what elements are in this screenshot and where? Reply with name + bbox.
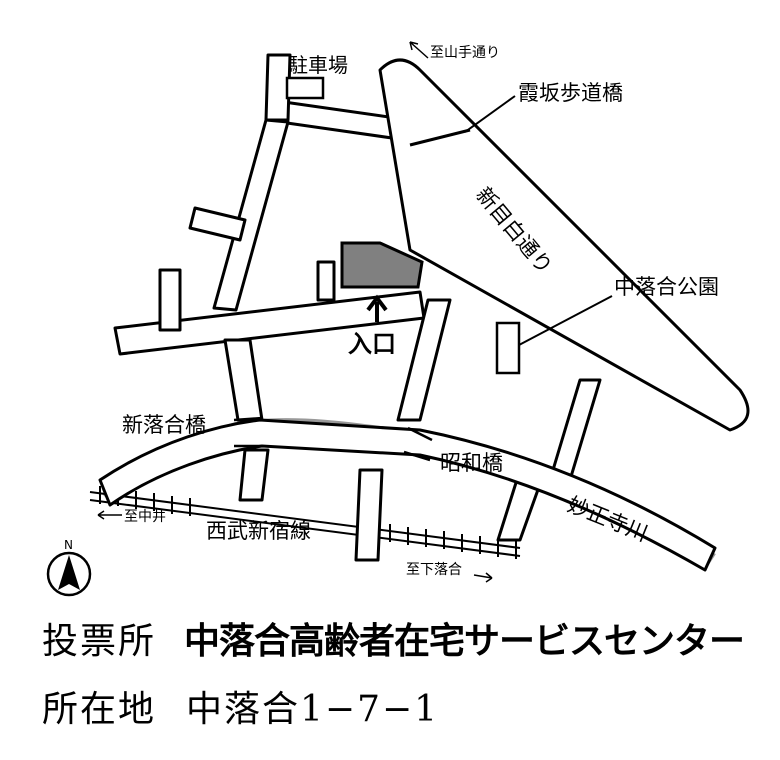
seibu-railway (89, 486, 521, 559)
label-showa-bridge: 昭和橋 (440, 451, 503, 475)
label-to-shimo-ochiai: 至下落合 (406, 562, 462, 578)
road-south-1 (238, 448, 270, 502)
north-arrow-icon (58, 555, 80, 590)
label-parking: 駐車場 (288, 53, 348, 77)
roads (98, 53, 750, 572)
road-center-vertical (396, 298, 452, 422)
road-left-branch (188, 206, 247, 242)
label-seibu-line: 西武新宿線 (206, 519, 311, 543)
shin-ochiai-bridge-marker (233, 416, 263, 448)
road-left-vertical (212, 118, 290, 312)
to-yamate-arrow (409, 41, 429, 59)
venue-key: 投票所 (42, 621, 157, 662)
address-value: 中落合1−7−1 (186, 689, 440, 730)
label-north: N (64, 538, 73, 552)
road-riverside (98, 418, 717, 572)
shin-mejiro-road (378, 58, 750, 432)
label-shin-ochiai-bridge: 新落合橋 (122, 413, 206, 437)
road-south-2 (354, 468, 384, 562)
label-to-yamate: 至山手通り (430, 45, 500, 61)
label-to-nakai: 至中井 (124, 509, 166, 525)
kasumizaka-bridge-leader (464, 95, 516, 133)
label-park: 中落合公園 (614, 275, 719, 299)
parking-lot (285, 76, 325, 100)
map: 駐車場 至山手通り 霞坂歩道橋 新目白通り 中落合公園 入口 新落合橋 昭和橋 … (46, 41, 750, 597)
road-south-4 (548, 378, 602, 482)
showa-bridge-marker (403, 426, 433, 462)
road-side-stub (158, 268, 182, 332)
to-shimo-ochiai-arrow (473, 572, 493, 583)
label-kasumizaka-bridge: 霞坂歩道橋 (518, 81, 623, 105)
kasumizaka-bridge-marker (409, 128, 471, 147)
park-leader (518, 295, 613, 346)
address-key: 所在地 (42, 689, 157, 730)
park (495, 321, 521, 375)
venue-row: 投票所中落合高齢者在宅サービスセンター (42, 612, 745, 664)
road-top-left-vertical (264, 53, 292, 122)
entrance-arrow (366, 294, 388, 322)
road-stub-2 (316, 260, 336, 302)
label-entrance: 入口 (348, 330, 396, 358)
address-row: 所在地中落合1−7−1 (42, 680, 439, 732)
venue-value: 中落合高齢者在宅サービスセンター (184, 621, 745, 662)
to-nakai-arrow (97, 510, 122, 520)
venue-building (340, 241, 424, 289)
road-center-left (223, 338, 264, 422)
